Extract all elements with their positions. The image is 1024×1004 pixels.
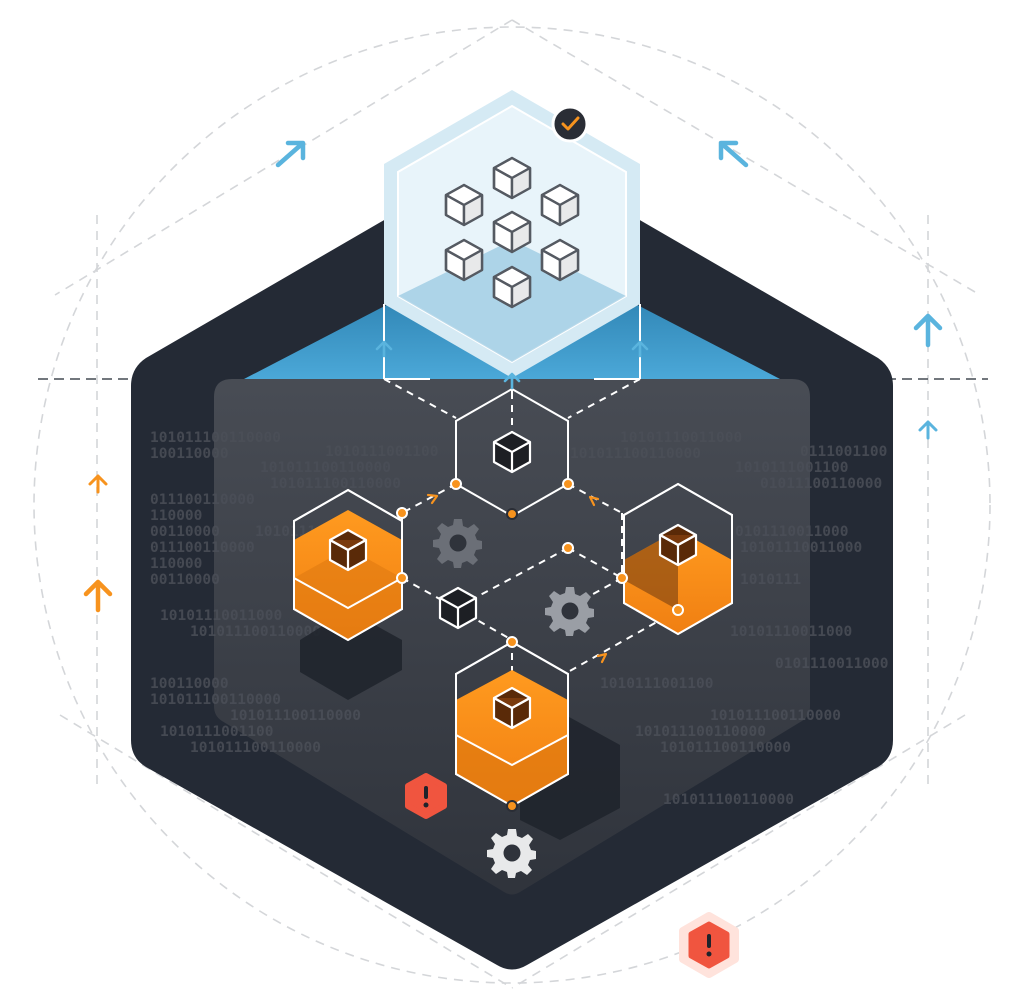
guide-lines — [33, 19, 991, 989]
arrow-icon — [918, 420, 938, 440]
cube-icon — [492, 210, 532, 254]
binary-line: 0101110011000 — [775, 656, 889, 672]
left-node — [293, 488, 403, 642]
binary-line: 0111001100 — [800, 444, 887, 460]
gear-icon — [545, 587, 594, 636]
binary-line: 110000 — [150, 556, 202, 572]
cube-icon — [328, 528, 368, 572]
binary-line: 100110000 — [150, 676, 229, 692]
binary-line: 00110000 — [150, 572, 220, 588]
binary-line: 011100110000 — [150, 492, 255, 508]
check-icon — [561, 116, 580, 131]
binary-line: 101011100110000 — [270, 476, 401, 492]
check-badge — [551, 105, 589, 143]
right-node — [623, 482, 733, 636]
arrow-icon — [83, 579, 113, 613]
arrow-icon — [588, 495, 600, 507]
arrow-icon — [718, 140, 749, 168]
orange-arrows — [83, 474, 113, 613]
binary-line: 10101110011000 — [160, 608, 282, 624]
arrow-icon — [913, 313, 943, 348]
blue-arrows — [275, 140, 943, 440]
alert-badge — [679, 912, 739, 978]
cube-icon — [540, 238, 580, 282]
gear-icon — [433, 519, 482, 568]
alert-badge — [405, 773, 447, 819]
arrow-icon — [375, 340, 393, 358]
binary-line: 101011100110000 — [190, 740, 321, 756]
binary-line: 101011100110000 — [150, 692, 281, 708]
cube-icon — [444, 183, 484, 227]
arrow-icon — [426, 493, 439, 505]
cube-icon — [438, 586, 478, 630]
cube-icon — [492, 265, 532, 309]
binary-line: 10101110011000 — [730, 624, 852, 640]
binary-line: 101011100110000 — [663, 792, 794, 808]
binary-line: 101011100110000 — [635, 724, 766, 740]
binary-line: 01011100110000 — [760, 476, 882, 492]
binary-background: 101011100110000 100110000 1010111001100 … — [150, 430, 889, 808]
cube-icon — [540, 183, 580, 227]
gear-icon — [487, 829, 536, 878]
arrow-icon — [631, 340, 649, 358]
cube-icon — [492, 430, 532, 474]
binary-line: 1010111001100 — [325, 444, 439, 460]
binary-line: 101011100110000 — [660, 740, 791, 756]
arrow-icon — [88, 474, 108, 494]
cube-icon — [658, 523, 698, 567]
binary-line: 1010111001100 — [160, 724, 274, 740]
binary-line: 0101110011000 — [735, 524, 849, 540]
arrow-icon — [275, 140, 306, 168]
alert-icon — [706, 934, 712, 957]
binary-line: 1010111 — [740, 572, 801, 588]
binary-line: 1010111001100 — [735, 460, 849, 476]
cube-icon — [492, 156, 532, 200]
cube-icon — [492, 686, 532, 730]
binary-line: 1010111001100 — [600, 676, 714, 692]
arrow-icon — [596, 652, 608, 664]
bottom-node — [455, 640, 569, 808]
binary-line: 10101110011000 — [620, 430, 742, 446]
binary-line: 101011100110000 — [710, 708, 841, 724]
connection-dots — [396, 478, 684, 812]
binary-line: 10101110011000 — [740, 540, 862, 556]
binary-line: 101011100110000 — [260, 460, 391, 476]
cube-icon — [444, 238, 484, 282]
binary-line: 101011100110000 — [150, 430, 281, 446]
alert-icon — [423, 786, 429, 808]
binary-line: 101011100110000 — [190, 624, 321, 640]
binary-line: 110000 — [150, 508, 202, 524]
flow-arrows — [426, 493, 608, 664]
binary-line: 100110000 — [150, 446, 229, 462]
binary-line: 00110000 — [150, 524, 220, 540]
binary-line: 011100110000 — [150, 540, 255, 556]
arrow-icon — [503, 372, 521, 390]
binary-line: 101011100110000 — [570, 446, 701, 462]
binary-line: 101011100110000 — [230, 708, 361, 724]
